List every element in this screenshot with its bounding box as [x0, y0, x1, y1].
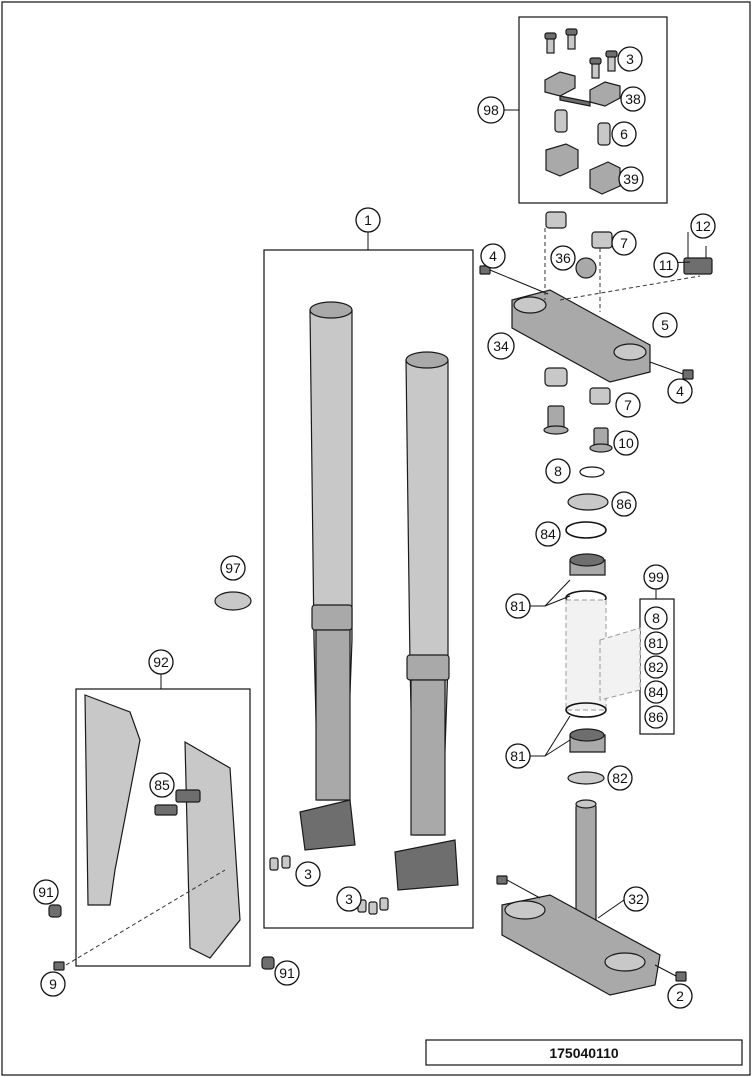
- callout-3-kit: 3: [617, 46, 643, 72]
- svg-text:91: 91: [38, 884, 54, 900]
- protector-clips: [154, 789, 201, 816]
- kit-item-82: 82: [644, 655, 668, 679]
- callout-3-right: 3: [336, 886, 362, 912]
- svg-text:12: 12: [695, 218, 711, 234]
- kit-item-84: 84: [644, 680, 668, 704]
- svg-text:91: 91: [279, 965, 295, 981]
- svg-text:99: 99: [648, 569, 664, 585]
- callout-7-top: 7: [611, 230, 637, 256]
- clamp-lower-parts: [545, 143, 621, 195]
- svg-text:81: 81: [648, 635, 664, 651]
- lower-triple-clamp: [496, 799, 687, 996]
- clamp-screws: [544, 28, 618, 79]
- svg-text:38: 38: [625, 91, 641, 107]
- callout-91-left: 91: [33, 879, 59, 905]
- callout-91-right: 91: [274, 960, 300, 986]
- callout-82: 82: [607, 765, 633, 791]
- kit-item-86: 86: [644, 705, 668, 729]
- svg-text:4: 4: [489, 248, 497, 264]
- callout-6: 6: [611, 121, 637, 147]
- svg-text:9: 9: [49, 976, 57, 992]
- svg-text:1: 1: [364, 212, 372, 228]
- svg-text:8: 8: [652, 610, 660, 626]
- callout-98: 98: [477, 96, 505, 124]
- svg-text:34: 34: [493, 338, 509, 354]
- callout-9: 9: [40, 971, 66, 997]
- svg-text:5: 5: [661, 317, 669, 333]
- svg-text:85: 85: [154, 777, 170, 793]
- svg-text:3: 3: [626, 51, 634, 67]
- callout-86: 86: [611, 491, 637, 517]
- callout-39: 39: [618, 166, 644, 192]
- stem-nut-parts: [543, 367, 613, 453]
- drawing-number: 175040110: [549, 1045, 619, 1061]
- callout-12: 12: [690, 213, 716, 239]
- svg-text:3: 3: [304, 866, 312, 882]
- callout-4-right: 4: [667, 378, 693, 404]
- callout-5: 5: [652, 312, 678, 338]
- svg-text:81: 81: [510, 598, 526, 614]
- svg-text:82: 82: [612, 770, 628, 786]
- callout-81-top: 81: [505, 593, 531, 619]
- svg-text:97: 97: [225, 560, 241, 576]
- svg-text:7: 7: [620, 235, 628, 251]
- callout-4-left: 4: [480, 243, 506, 269]
- fork-seal-ring: [214, 591, 252, 611]
- svg-text:86: 86: [648, 709, 664, 725]
- svg-text:82: 82: [648, 659, 664, 675]
- callout-84: 84: [535, 521, 561, 547]
- callout-8: 8: [545, 458, 571, 484]
- loose-screws: [48, 904, 275, 971]
- fork-protector-box: [75, 688, 251, 967]
- svg-text:6: 6: [620, 126, 628, 142]
- callout-11: 11: [653, 252, 679, 278]
- callout-85: 85: [149, 772, 175, 798]
- clamp-bushings: [554, 109, 611, 146]
- drawing-number-box: [425, 1039, 743, 1066]
- svg-text:4: 4: [676, 383, 684, 399]
- callout-10: 10: [613, 430, 639, 456]
- callout-3-left: 3: [295, 861, 321, 887]
- callout-81-bottom: 81: [505, 743, 531, 769]
- svg-text:36: 36: [555, 250, 571, 266]
- svg-text:32: 32: [628, 891, 644, 907]
- callout-99: 99: [643, 564, 669, 590]
- callout-97: 97: [220, 555, 246, 581]
- svg-text:11: 11: [659, 257, 674, 273]
- callout-92: 92: [148, 649, 174, 675]
- left-fork-leg: [299, 301, 356, 851]
- upper-triple-clamp: [479, 211, 713, 383]
- callout-2: 2: [667, 983, 693, 1009]
- svg-text:92: 92: [153, 654, 169, 670]
- svg-text:3: 3: [345, 891, 353, 907]
- kit-item-81: 81: [644, 631, 668, 655]
- kit-item-8: 8: [644, 606, 668, 630]
- callout-32: 32: [623, 886, 649, 912]
- right-fork-leg: [394, 351, 459, 891]
- callout-38: 38: [620, 86, 646, 112]
- handlebar-clamp-part: [544, 71, 621, 107]
- fork-protector-left: [84, 694, 141, 906]
- svg-text:10: 10: [618, 435, 634, 451]
- callout-36: 36: [550, 245, 576, 271]
- svg-text:84: 84: [648, 684, 664, 700]
- svg-text:86: 86: [616, 496, 632, 512]
- svg-text:7: 7: [624, 397, 632, 413]
- protector-screw-path: [65, 869, 226, 966]
- svg-text:84: 84: [540, 526, 556, 542]
- svg-text:39: 39: [623, 171, 639, 187]
- svg-text:81: 81: [510, 748, 526, 764]
- fork-protector-right: [184, 740, 241, 959]
- callout-1: 1: [355, 207, 381, 233]
- svg-text:2: 2: [676, 988, 684, 1004]
- fork-hardware: [269, 855, 389, 915]
- svg-text:8: 8: [554, 463, 562, 479]
- callout-7-bottom: 7: [615, 392, 641, 418]
- steering-bearing-parts: [565, 466, 641, 785]
- callout-34: 34: [487, 332, 515, 360]
- svg-text:98: 98: [483, 102, 499, 118]
